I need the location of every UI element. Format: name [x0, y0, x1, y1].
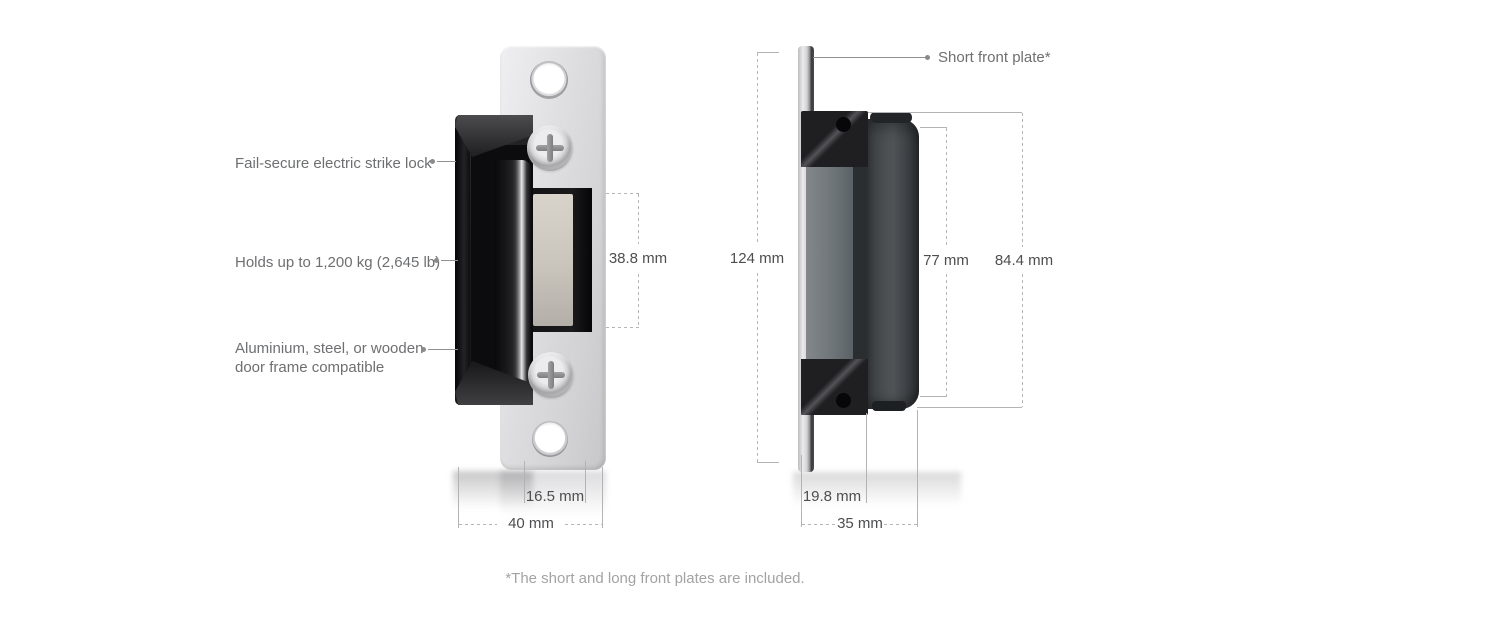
dim-line — [757, 273, 758, 462]
dim-line — [638, 194, 639, 244]
side-bracket-bottom — [801, 359, 868, 415]
screw-cross-icon — [548, 361, 554, 389]
dim-label-overall-depth: 35 mm — [837, 515, 883, 532]
dim-line — [946, 274, 947, 396]
dim-line — [565, 524, 602, 525]
leader-dot — [434, 258, 439, 263]
dim-cap — [917, 410, 918, 527]
strike-body-left-face — [455, 125, 470, 395]
leader-dot — [421, 347, 426, 352]
bracket-sheen — [801, 111, 868, 167]
dim-line — [459, 524, 497, 525]
leader-line — [428, 349, 458, 350]
phillips-screw-upper — [527, 125, 573, 171]
dim-cap — [801, 455, 802, 527]
bracket-sheen — [801, 359, 868, 415]
screw-cross-icon — [547, 134, 553, 162]
leader-line — [441, 260, 458, 261]
callout-compatibility-label: Aluminium, steel, or wooden door frame c… — [235, 340, 424, 376]
side-solenoid-body — [866, 119, 919, 409]
mounting-hole-top — [530, 61, 568, 99]
strike-body-reflection — [453, 471, 533, 509]
phillips-screw-lower — [528, 352, 574, 398]
side-housing-gray — [806, 165, 855, 363]
dim-line — [884, 524, 917, 525]
dim-cap — [868, 112, 1022, 113]
callout-lock-type-label: Fail-secure electric strike lock — [235, 155, 432, 172]
dim-label-plate-width: 40 mm — [508, 515, 554, 532]
side-body-foot-cap — [872, 401, 906, 411]
mounting-hole-bottom — [532, 421, 568, 457]
side-view-reflection — [793, 472, 961, 506]
dim-line — [1022, 113, 1023, 247]
bracket-hole — [836, 117, 851, 132]
dim-cap — [606, 327, 640, 328]
leader-dot — [925, 55, 930, 60]
dim-cap — [917, 407, 1022, 408]
dim-cap — [920, 396, 947, 397]
dim-cap — [602, 467, 603, 528]
callout-front-plate-label: Short front plate* — [938, 49, 1051, 66]
dim-cap — [585, 461, 586, 503]
dim-label-plate-depth: 19.8 mm — [802, 488, 862, 505]
dim-label-body-height: 77 mm — [923, 252, 969, 269]
dim-line — [802, 524, 836, 525]
dim-label-latch-width: 16.5 mm — [525, 488, 585, 505]
dim-line — [946, 128, 947, 247]
side-body-top-cap — [870, 112, 912, 123]
bracket-hole — [836, 393, 851, 408]
leader-line — [437, 161, 456, 162]
dim-label-overall-height: 84.4 mm — [994, 252, 1054, 269]
leader-dot — [430, 159, 435, 164]
strike-latch-bar — [495, 160, 531, 390]
side-housing-edge — [853, 158, 869, 404]
callout-holding-force-label: Holds up to 1,200 kg (2,645 lb) — [235, 254, 441, 271]
front-plate-reflection — [500, 471, 606, 517]
dim-line — [1022, 274, 1023, 407]
dim-cap — [757, 52, 779, 53]
strike-body — [455, 115, 533, 405]
side-bracket-top — [801, 111, 868, 167]
leader-line — [813, 57, 926, 58]
dim-cap — [524, 461, 525, 503]
dim-cap — [866, 413, 867, 503]
dim-line — [638, 274, 639, 327]
dim-cap — [606, 193, 640, 194]
latch-keeper — [533, 194, 573, 326]
dim-label-plate-height: 124 mm — [729, 250, 785, 267]
footnote: *The short and long front plates are inc… — [505, 570, 805, 587]
dim-cap — [920, 127, 947, 128]
dim-line — [757, 53, 758, 243]
dim-cap — [757, 462, 779, 463]
dim-cap — [458, 467, 459, 528]
dim-label-latch-height: 38.8 mm — [608, 250, 668, 267]
